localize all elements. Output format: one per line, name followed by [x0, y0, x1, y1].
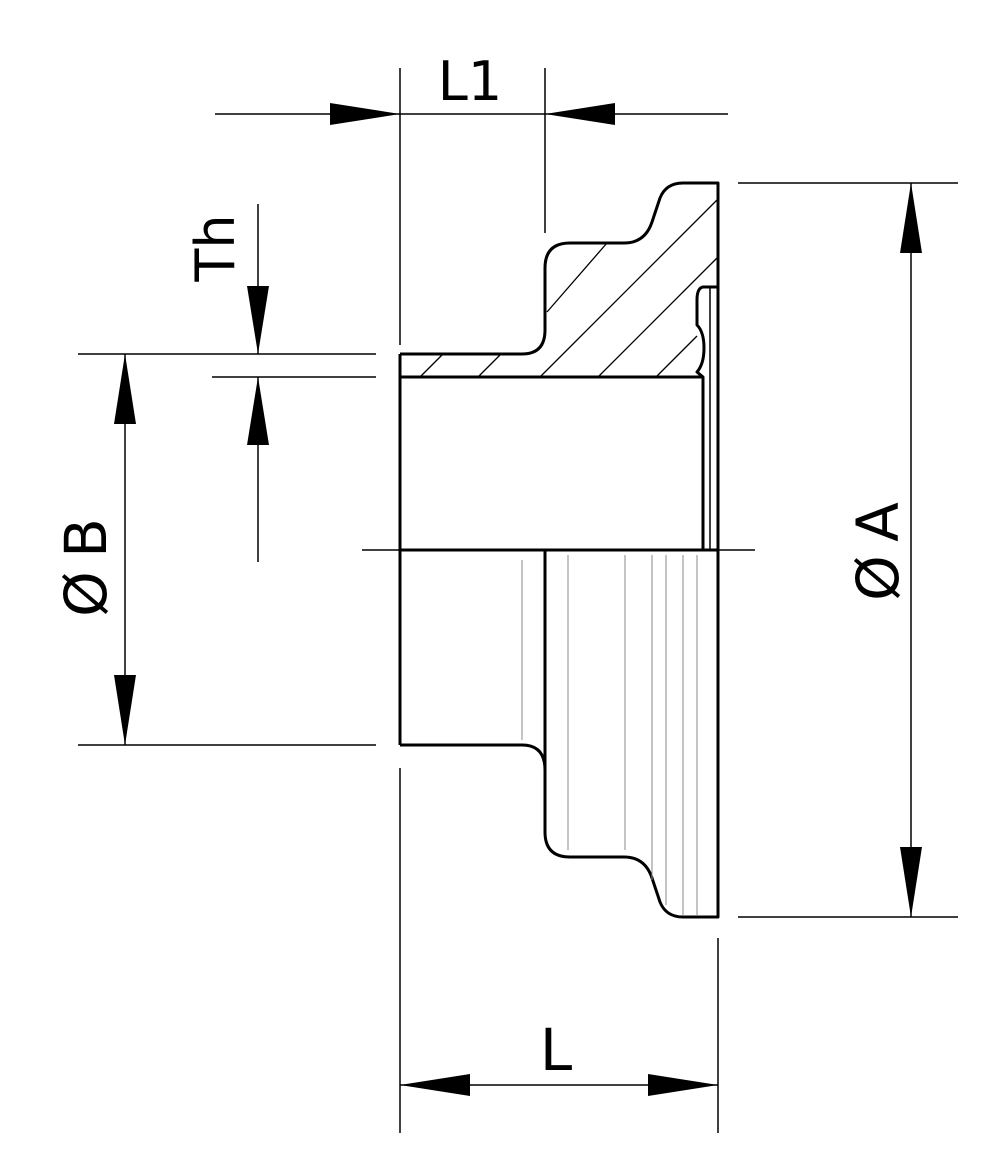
label-l1: L1	[438, 50, 502, 113]
b-arrow-bottom	[114, 675, 136, 745]
label-a: A	[844, 502, 912, 542]
l1-arrow-left	[330, 103, 400, 125]
a-arrow-bottom	[900, 847, 922, 917]
l-arrow-left	[400, 1074, 470, 1096]
dimension-th: Th	[78, 204, 376, 562]
a-arrow-top	[900, 183, 922, 253]
l-arrow-right	[648, 1074, 718, 1096]
l1-arrow-right	[545, 103, 615, 125]
label-th: Th	[184, 214, 247, 282]
dimension-b: Ø B	[52, 354, 376, 746]
part-outline-upper	[398, 181, 720, 745]
dimension-l: L	[399, 768, 719, 1133]
th-arrow-bottom	[247, 377, 269, 445]
diameter-symbol-a: Ø	[844, 555, 912, 601]
b-arrow-top	[114, 354, 136, 424]
dimension-l1: L1	[215, 50, 728, 345]
label-l: L	[540, 1016, 572, 1084]
dimension-a: Ø A	[738, 182, 958, 918]
part-outline-lower	[400, 550, 720, 919]
diameter-symbol-b: Ø	[52, 571, 120, 617]
th-arrow-top	[247, 286, 269, 354]
section-hatching	[419, 198, 719, 378]
label-b: B	[52, 518, 120, 558]
